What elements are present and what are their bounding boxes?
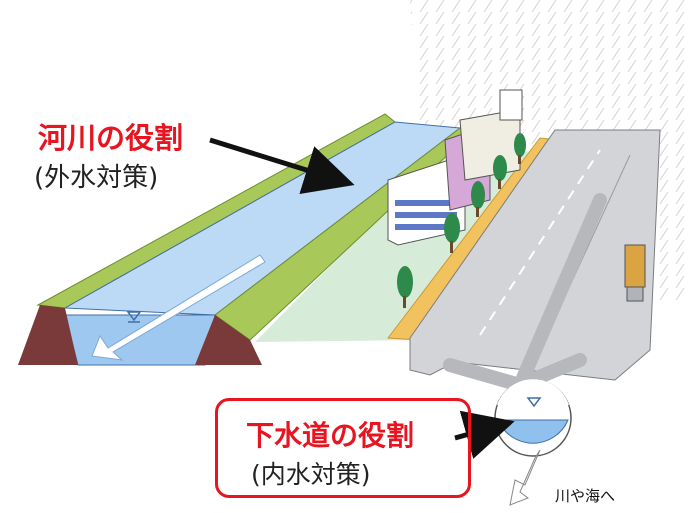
sewer-role-subtitle: (内水対策): [251, 460, 371, 489]
water-level-marker: [526, 397, 542, 408]
sewer-role-callout-box: [215, 398, 471, 498]
trees: [397, 133, 526, 308]
right-embankment-soil: [195, 315, 262, 365]
sewer-pointer-arrow: [454, 410, 515, 459]
river-flow-arrow: [91, 254, 266, 361]
truck: [624, 244, 646, 302]
road: [409, 129, 661, 381]
outlet-label: 川や海へ: [555, 487, 616, 505]
river-role-title: 河川の役割: [38, 121, 184, 155]
river-pointer-arrow: [209, 137, 355, 194]
sewer-role-title: 下水道の役割: [246, 419, 415, 452]
left-embankment-soil: [18, 305, 78, 365]
river-role-subtitle: (外水対策): [34, 163, 159, 193]
outflow-arrow: [509, 449, 541, 506]
water-level-marker: [126, 311, 142, 323]
